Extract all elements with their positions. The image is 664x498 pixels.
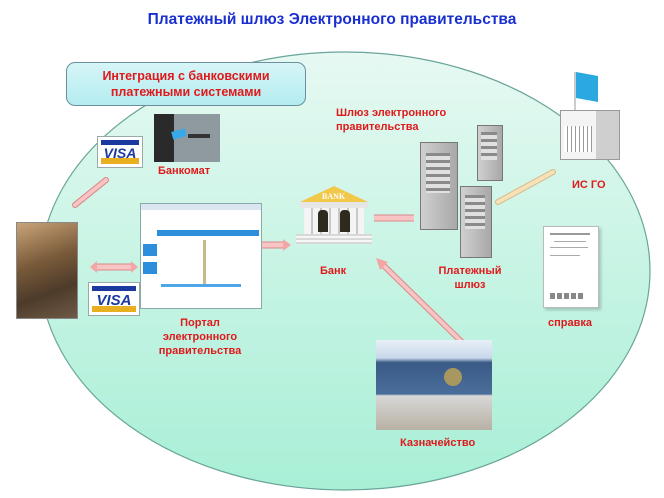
integration-callout: Интеграция с банковскими платежными систе… [66,62,306,106]
arrow-user-portal [90,261,138,273]
bank-building-icon: BANK [296,186,372,246]
callout-line1: Интеграция с банковскими [102,69,270,83]
arrow-portal-bank [260,239,291,251]
person-photo [16,222,78,319]
server-icon [477,125,503,181]
bank-label: Банк [320,265,347,277]
arrow-bank-treasury [376,258,469,349]
visa-card-icon: VISA [97,136,143,168]
page-title: Платежный шлюз Электронного правительств… [147,11,517,28]
callout-line2: платежными системами [110,85,262,99]
visa-card-icon: VISA [88,282,140,316]
treasury-label: Казначейство [400,437,476,449]
web-portal-screenshot [140,203,262,309]
treasury-building-photo [376,340,492,430]
atm-icon [154,114,220,162]
server-icon [420,142,458,230]
document-icon [543,226,599,308]
payment-gateway-server-icon [460,186,492,258]
atm-label: Банкомат [158,165,211,177]
certificate-label: справка [548,317,592,329]
arrow-visa-atm [72,177,109,208]
isgo-label: ИС ГО [572,179,606,191]
arrow-gateway-isgo [495,169,556,205]
government-building-flag-icon [552,70,632,170]
